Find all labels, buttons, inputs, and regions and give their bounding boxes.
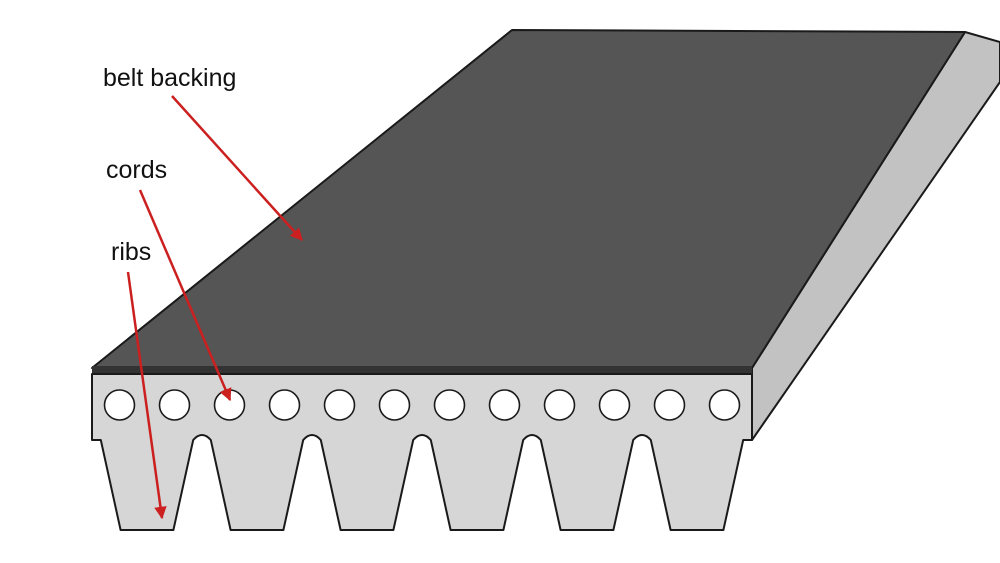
cords-label: cords xyxy=(106,156,167,184)
belt-backing-edge xyxy=(92,366,752,374)
ribs-label: ribs xyxy=(111,238,151,266)
cord xyxy=(213,389,246,421)
cord xyxy=(158,389,191,421)
cord xyxy=(433,389,466,421)
belt-cross-section xyxy=(91,373,753,531)
callouts: belt backing cords ribs xyxy=(103,64,303,520)
belt xyxy=(91,29,1000,531)
cord xyxy=(543,389,576,421)
cord xyxy=(268,389,301,421)
cords-arrow xyxy=(138,189,232,402)
cord xyxy=(653,389,686,421)
cord xyxy=(378,389,411,421)
ribs-arrow xyxy=(126,271,167,520)
belt-backing-arrow xyxy=(171,95,303,241)
cord xyxy=(103,389,136,421)
belt-backing-label: belt backing xyxy=(103,64,236,92)
cord xyxy=(323,389,356,421)
cord xyxy=(488,389,521,421)
cord xyxy=(708,389,741,421)
cord xyxy=(598,389,631,421)
